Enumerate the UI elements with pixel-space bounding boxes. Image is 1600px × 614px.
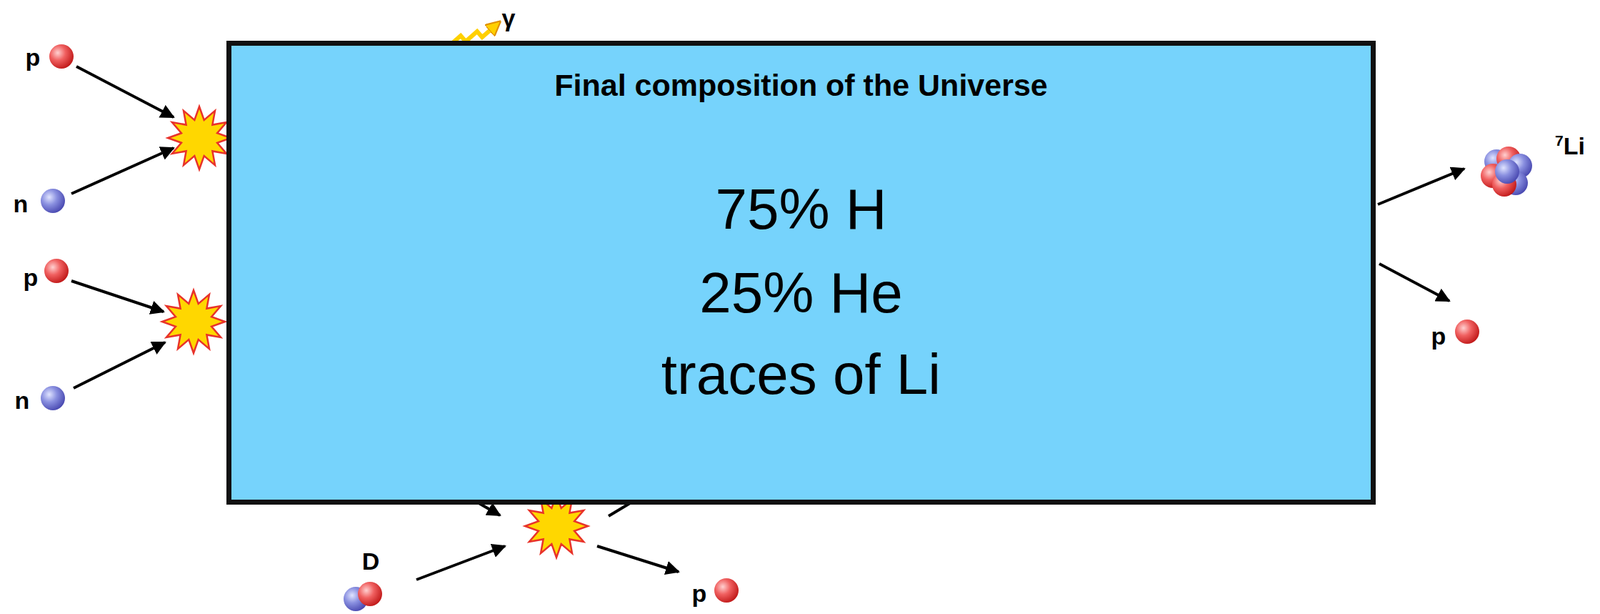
particle-label: p xyxy=(1431,322,1447,350)
summary-box: Final composition of the Universe 75% H 25… xyxy=(226,40,1376,505)
particle-label: n xyxy=(15,387,30,414)
particle-label: p xyxy=(23,264,39,291)
composition-line: 75% H xyxy=(715,177,887,241)
particle-label: p xyxy=(25,44,41,71)
particle-label: D xyxy=(362,547,380,575)
box-heading: Final composition of the Universe xyxy=(554,67,1048,105)
composition-line: traces of Li xyxy=(661,342,941,406)
particle-label: n xyxy=(13,190,29,218)
particle-label: p xyxy=(692,580,708,607)
particle-label: γ xyxy=(502,5,516,32)
composition-line: 25% He xyxy=(699,261,903,325)
particle-label: 7Li xyxy=(1555,132,1585,160)
